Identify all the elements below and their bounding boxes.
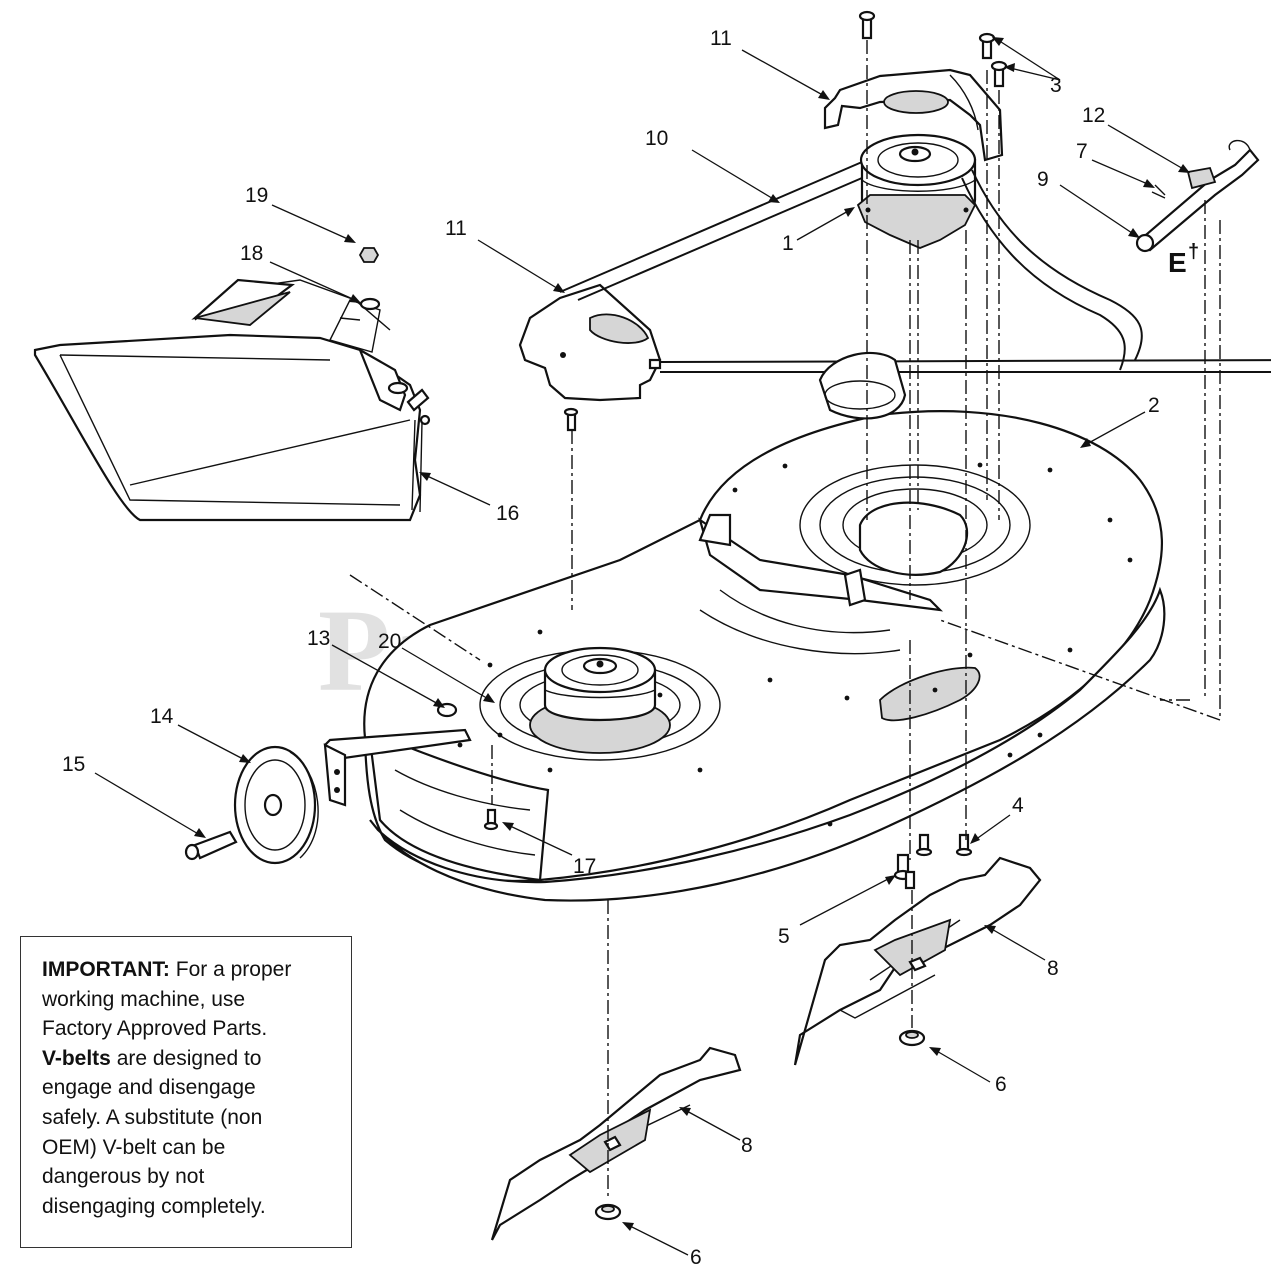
callout-4: 4 (1012, 794, 1024, 817)
gauge-wheel (184, 728, 472, 865)
alignment-lines (349, 40, 1221, 1200)
blade-left (490, 1046, 742, 1241)
callout-1: 1 (782, 232, 794, 255)
electric-clutch-pulley (856, 133, 977, 249)
callout-16: 16 (496, 502, 519, 525)
notice-vbelts-label: V-belts (42, 1046, 111, 1070)
callout-6-right: 6 (995, 1073, 1007, 1096)
notice-line-8: dangerous by not (42, 1165, 205, 1189)
deck-pin (1135, 139, 1260, 253)
callout-15: 15 (62, 753, 85, 776)
callout-11-left: 11 (445, 217, 467, 240)
important-notice-box: IMPORTANT: For a proper working machine,… (20, 936, 352, 1248)
notice-line-9: disengaging completely. (42, 1194, 266, 1218)
notice-line-7: OEM) V-belt can be (42, 1135, 226, 1159)
notice-line-2: working machine, use (42, 987, 246, 1011)
callout-7: 7 (1076, 140, 1088, 163)
deck-holes (457, 462, 1133, 827)
callout-17: 17 (573, 855, 596, 878)
callout-6-left: 6 (690, 1246, 702, 1269)
callout-5: 5 (778, 925, 790, 948)
marker-letter: E (1168, 247, 1187, 278)
callout-2: 2 (1148, 394, 1160, 417)
callout-20: 20 (378, 630, 401, 653)
callout-labels: 11 3 12 10 7 9 19 11 1 18 2 16 13 20 14 … (62, 27, 1160, 1269)
callout-11-top: 11 (710, 27, 732, 50)
callout-10: 10 (645, 127, 668, 150)
belt-guard-top (823, 68, 1004, 162)
section-marker-e: E † (1168, 241, 1199, 278)
callout-14: 14 (150, 705, 174, 728)
marker-dagger: † (1188, 241, 1199, 263)
leader-arrows (94, 37, 1190, 1256)
v-belt (559, 161, 1271, 373)
belt-guard-left (518, 283, 662, 402)
callout-8-left: 8 (741, 1134, 753, 1157)
hardware (358, 10, 1008, 1221)
callout-19: 19 (245, 184, 268, 207)
discharge-chute (33, 278, 431, 522)
notice-line-5: engage and disengage (42, 1076, 256, 1100)
idler-pulley (818, 351, 907, 420)
notice-line-4: are designed to (110, 1046, 262, 1070)
callout-13: 13 (307, 627, 330, 650)
callout-3: 3 (1050, 74, 1062, 97)
callout-8-right: 8 (1047, 957, 1059, 980)
notice-line-6: safely. A substitute (non (42, 1105, 263, 1129)
deck-housing (363, 410, 1166, 902)
notice-line-3: Factory Approved Parts. (42, 1017, 268, 1041)
notice-line-1: For a proper (169, 958, 292, 981)
notice-important-label: IMPORTANT: (42, 958, 170, 981)
callout-9: 9 (1037, 168, 1049, 191)
callout-12: 12 (1082, 104, 1105, 127)
callout-18: 18 (240, 242, 263, 265)
left-spindle-pulley (529, 646, 671, 754)
